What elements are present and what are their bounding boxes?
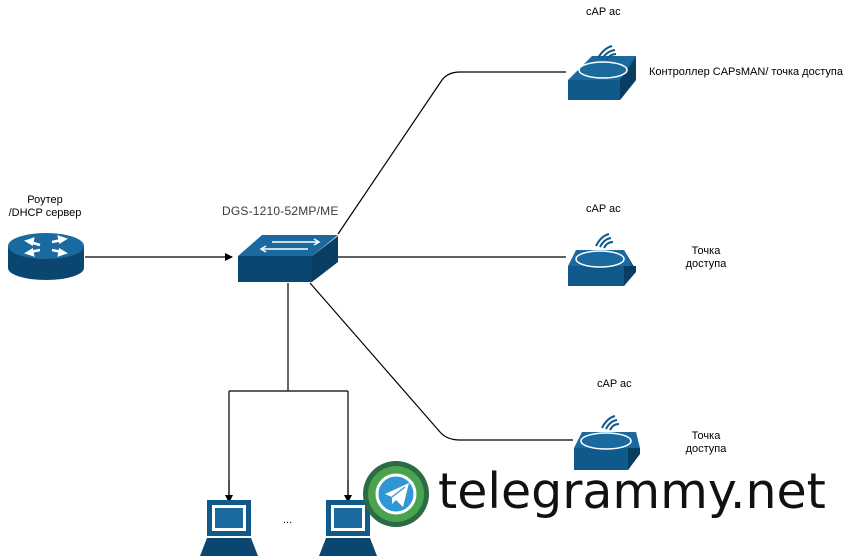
ap2-role-line1: Точка — [691, 245, 721, 257]
watermark-text: telegrammy.net — [438, 463, 826, 520]
switch-to-pcs-link — [228, 283, 349, 500]
access-point-2-icon — [568, 233, 636, 286]
ap2-role-line2: доступа — [685, 258, 727, 270]
ap3-role-line2: доступа — [685, 443, 727, 455]
router-label: Роутер /DHCP сервер — [4, 194, 86, 220]
router-icon — [8, 233, 84, 280]
switch-to-ap3-link — [309, 282, 573, 441]
ap1-model-label: cAP ac — [586, 6, 621, 18]
access-point-3-icon — [574, 415, 640, 470]
telegram-logo-icon — [363, 461, 429, 527]
workstation-1-icon — [200, 500, 258, 556]
access-point-1-icon — [568, 45, 636, 100]
workstation-2-icon — [319, 500, 377, 556]
switch-label: DGS-1210-52MP/ME — [222, 204, 339, 218]
pcs-ellipsis: ... — [283, 514, 293, 526]
ap3-role-line1: Точка — [691, 430, 721, 442]
router-label-line2: /DHCP сервер — [8, 207, 82, 219]
ap3-role-label: Точка доступа — [676, 430, 736, 456]
connections — [85, 71, 573, 503]
ap3-model-label: cAP ac — [597, 378, 632, 390]
ap1-role-label: Контроллер CAPsMAN/ точка доступа — [649, 66, 843, 78]
switch-icon — [238, 235, 338, 282]
ap2-model-label: cAP ac — [586, 203, 621, 215]
ap2-role-label: Точка доступа — [676, 245, 736, 271]
switch-to-ap1-link — [337, 71, 566, 235]
router-label-line1: Роутер — [27, 194, 63, 206]
